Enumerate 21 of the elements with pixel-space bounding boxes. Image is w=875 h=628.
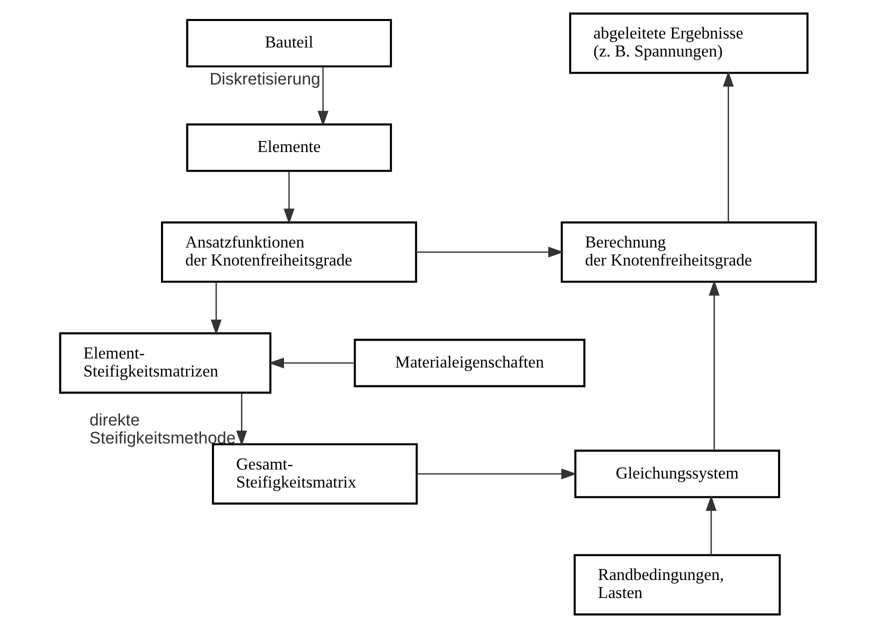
- arrow: [317, 66, 328, 126]
- node-box: Element- Steifigkeitsmatrizen: [58, 332, 271, 394]
- arrow: [283, 171, 294, 224]
- arrow: [268, 358, 354, 368]
- node-box: Gleichungssystem: [574, 450, 780, 498]
- arrow: [210, 282, 222, 336]
- node-box: Berechnung der Knotenfreiheitsgrade: [560, 221, 816, 283]
- node-box: Bauteil: [186, 18, 392, 68]
- arrow: [722, 71, 734, 222]
- arrow: [416, 468, 576, 480]
- node-box: Ansatzfunktionen der Knotenfreiheitsgrade: [160, 221, 417, 283]
- node-box: abgeleitete Ergebnisse (z. B. Spannungen): [568, 12, 808, 74]
- node-box: Gesamt- Steifigkeitsmatrix: [211, 443, 418, 505]
- arrow: [416, 246, 564, 258]
- arrow: [705, 495, 716, 556]
- arrow: [708, 280, 720, 451]
- node-box: Materialeigenschaften: [353, 338, 585, 388]
- arrow: [236, 392, 247, 446]
- edge-label: Diskretisierung: [209, 70, 320, 89]
- node-box: Elemente: [186, 123, 392, 172]
- node-box: Randbedingungen, Lasten: [573, 554, 780, 616]
